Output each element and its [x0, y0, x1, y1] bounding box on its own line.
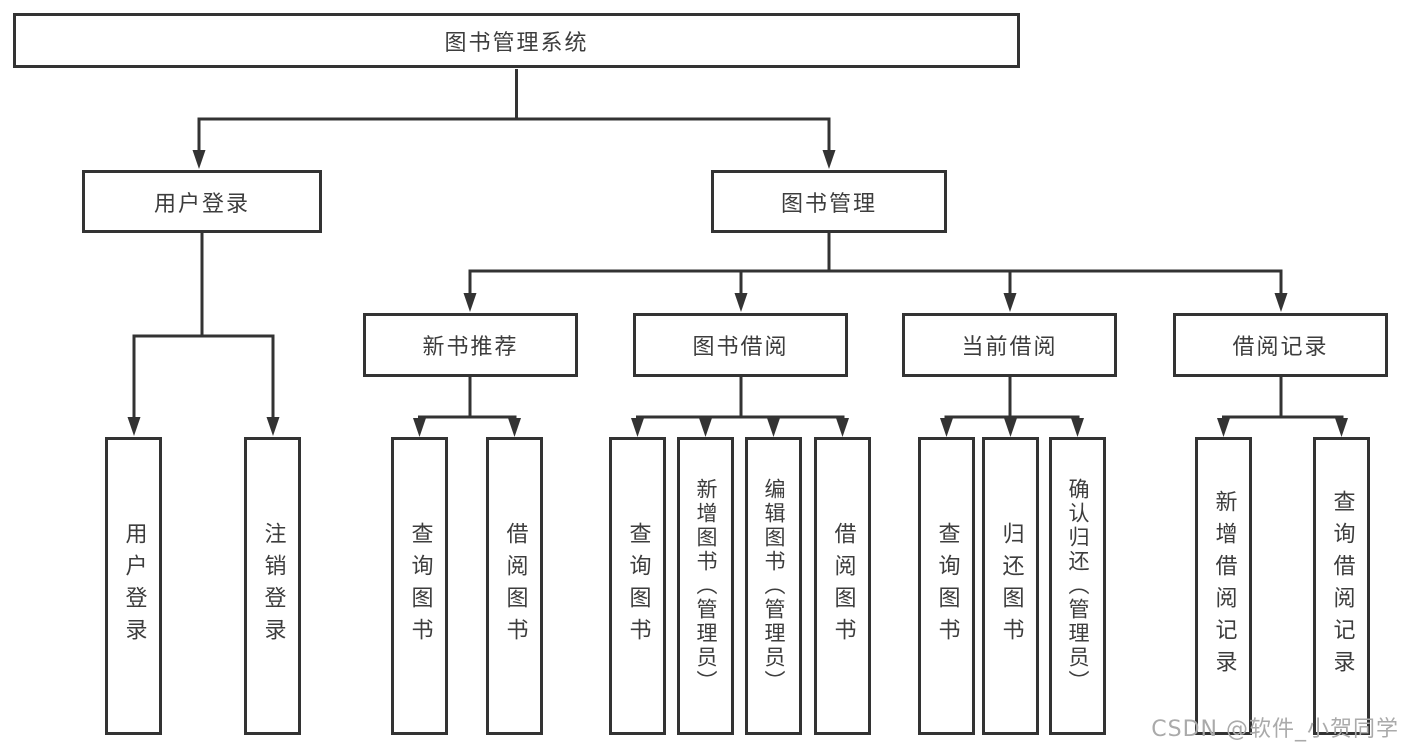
- leaf-query-book-current-label: 查询图书: [934, 522, 960, 650]
- leaf-confirm-return-admin-label: 确认归还（管理员）: [1066, 478, 1090, 694]
- node-book-mgmt: 图书管理: [711, 170, 947, 233]
- leaf-confirm-return-admin: 确认归还（管理员）: [1049, 437, 1106, 735]
- leaf-query-borrow-record: 查询借阅记录: [1313, 437, 1370, 735]
- leaf-add-book-admin-label: 新增图书（管理员）: [694, 478, 718, 694]
- leaf-add-borrow-record-label: 新增借阅记录: [1211, 490, 1237, 682]
- node-borrow-record-label: 借阅记录: [1232, 335, 1329, 360]
- node-new-book-rec: 新书推荐: [363, 313, 578, 377]
- node-user-login-label: 用户登录: [153, 191, 250, 217]
- node-current-borrow-label: 当前借阅: [961, 335, 1058, 360]
- leaf-query-book-borrow-label: 查询图书: [625, 522, 651, 650]
- leaf-borrow-book-rec-label: 借阅图书: [502, 522, 528, 650]
- csdn-watermark: CSDN @软件_小贺同学: [1151, 717, 1399, 742]
- leaf-query-book-rec-label: 查询图书: [407, 522, 433, 650]
- leaf-borrow-book-borrow-label: 借阅图书: [830, 522, 856, 650]
- leaf-edit-book-admin: 编辑图书（管理员）: [745, 437, 802, 735]
- leaf-logout: 注销登录: [244, 437, 301, 735]
- leaf-logout-label: 注销登录: [260, 522, 286, 650]
- leaf-query-book-rec: 查询图书: [391, 437, 448, 735]
- leaf-query-book-current: 查询图书: [918, 437, 975, 735]
- node-borrow-record: 借阅记录: [1173, 313, 1388, 377]
- node-root: 图书管理系统: [13, 13, 1020, 68]
- node-user-login: 用户登录: [82, 170, 322, 233]
- node-book-borrow: 图书借阅: [633, 313, 848, 377]
- leaf-query-borrow-record-label: 查询借阅记录: [1329, 490, 1355, 682]
- node-book-borrow-label: 图书借阅: [692, 335, 789, 360]
- leaf-add-book-admin: 新增图书（管理员）: [677, 437, 734, 735]
- leaf-query-book-borrow: 查询图书: [609, 437, 666, 735]
- leaf-user-login: 用户登录: [105, 437, 162, 735]
- node-root-label: 图书管理系统: [444, 30, 589, 56]
- leaf-return-book: 归还图书: [982, 437, 1039, 735]
- node-book-mgmt-label: 图书管理: [780, 191, 877, 217]
- leaf-return-book-label: 归还图书: [998, 522, 1024, 650]
- leaf-borrow-book-borrow: 借阅图书: [814, 437, 871, 735]
- node-current-borrow: 当前借阅: [902, 313, 1117, 377]
- node-new-book-rec-label: 新书推荐: [422, 335, 519, 360]
- leaf-add-borrow-record: 新增借阅记录: [1195, 437, 1252, 735]
- leaf-user-login-label: 用户登录: [121, 522, 147, 650]
- leaf-edit-book-admin-label: 编辑图书（管理员）: [762, 478, 786, 694]
- arrowhead-icons: [127, 150, 1348, 437]
- leaf-borrow-book-rec: 借阅图书: [486, 437, 543, 735]
